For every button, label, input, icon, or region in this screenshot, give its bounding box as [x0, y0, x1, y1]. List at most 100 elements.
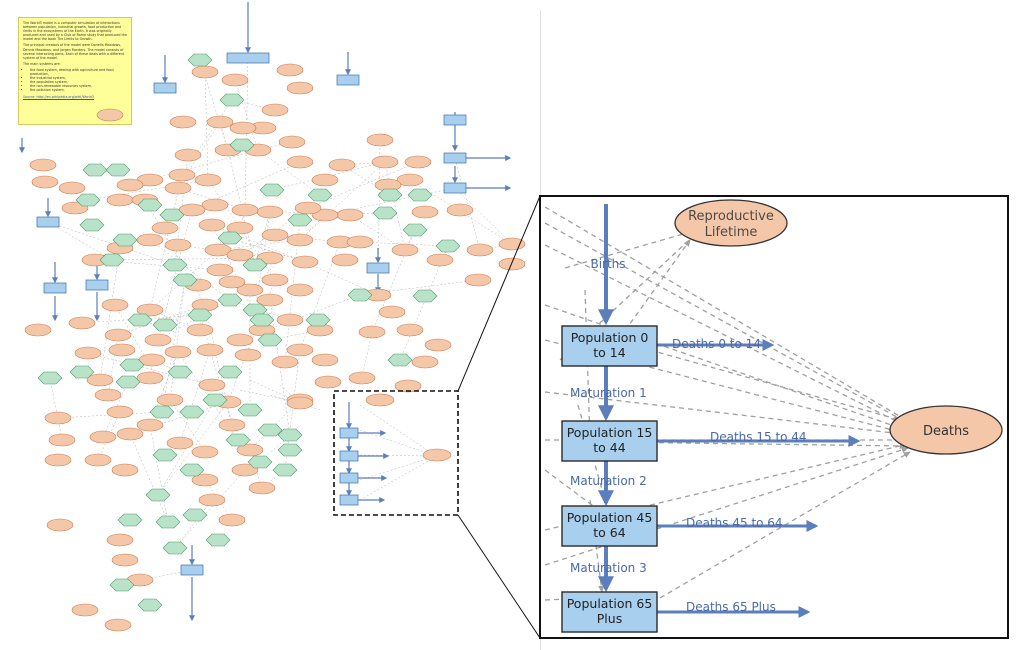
overview-auxiliary-node[interactable] [198, 218, 226, 232]
overview-auxiliary-node[interactable] [286, 343, 314, 357]
overview-auxiliary-node[interactable] [136, 371, 164, 385]
overview-auxiliary-node[interactable] [424, 338, 452, 352]
overview-converter-node[interactable] [152, 448, 178, 462]
overview-converter-node[interactable] [307, 188, 333, 202]
overview-auxiliary-node[interactable] [151, 221, 179, 235]
overview-auxiliary-node[interactable] [366, 133, 394, 147]
overview-auxiliary-node[interactable] [256, 205, 284, 219]
overview-auxiliary-node[interactable] [196, 343, 224, 357]
overview-auxiliary-node[interactable] [108, 343, 136, 357]
overview-converter-node[interactable] [179, 405, 205, 419]
overview-auxiliary-node[interactable] [311, 173, 339, 187]
overview-auxiliary-node[interactable] [71, 603, 99, 617]
overview-auxiliary-node[interactable] [191, 445, 219, 459]
overview-auxiliary-node[interactable] [411, 355, 439, 369]
overview-stock-potentially-arable[interactable] [443, 114, 467, 126]
overview-converter-node[interactable] [187, 308, 213, 322]
overview-auxiliary-node[interactable] [231, 203, 259, 217]
overview-auxiliary-node[interactable] [168, 168, 196, 182]
overview-stock-ag-tech[interactable] [336, 74, 360, 86]
overview-auxiliary-node[interactable] [174, 148, 202, 162]
overview-auxiliary-node[interactable] [446, 203, 474, 217]
overview-auxiliary-node[interactable] [44, 411, 72, 425]
overview-auxiliary-node[interactable] [236, 283, 264, 297]
overview-converter-node[interactable] [119, 358, 145, 372]
overview-converter-node[interactable] [277, 443, 303, 457]
overview-auxiliary-node[interactable] [466, 243, 494, 257]
overview-converter-node[interactable] [377, 188, 403, 202]
overview-auxiliary-node[interactable] [464, 273, 492, 287]
overview-auxiliary-node[interactable] [24, 323, 52, 337]
overview-auxiliary-node[interactable] [111, 463, 139, 477]
overview-converter-node[interactable] [105, 163, 131, 177]
deaths-node[interactable]: Deaths [889, 405, 1003, 455]
overview-converter-node[interactable] [179, 463, 205, 477]
note-source-link[interactable]: Source: http://en.wikipedia.org/wiki/Wor… [23, 94, 94, 99]
overview-auxiliary-node[interactable] [348, 371, 376, 385]
overview-auxiliary-node[interactable] [276, 313, 304, 327]
overview-auxiliary-node[interactable] [104, 618, 132, 632]
overview-auxiliary-node[interactable] [101, 298, 129, 312]
overview-converter-node[interactable] [242, 258, 268, 272]
overview-auxiliary-node[interactable] [218, 275, 246, 289]
overview-converter-node[interactable] [247, 455, 273, 469]
overview-converter-node[interactable] [435, 239, 461, 253]
overview-stock-service-capital[interactable] [85, 279, 109, 291]
overview-population-stock[interactable] [339, 472, 359, 484]
overview-auxiliary-node[interactable] [89, 430, 117, 444]
overview-auxiliary-node[interactable] [286, 155, 314, 169]
overview-converter-node[interactable] [37, 371, 63, 385]
overview-auxiliary-node[interactable] [226, 221, 254, 235]
overview-stock-pp-tech[interactable] [153, 82, 177, 94]
overview-converter-node[interactable] [372, 206, 398, 220]
overview-converter-node[interactable] [75, 193, 101, 207]
overview-converter-node[interactable] [257, 333, 283, 347]
overview-converter-node[interactable] [152, 318, 178, 332]
overview-auxiliary-node[interactable] [106, 193, 134, 207]
overview-auxiliary-node[interactable] [198, 493, 226, 507]
overview-converter-node[interactable] [99, 253, 125, 267]
overview-population-stock[interactable] [339, 427, 359, 439]
overview-converter-node[interactable] [225, 433, 251, 447]
overview-auxiliary-node[interactable] [328, 158, 356, 172]
overview-converter-node[interactable] [149, 405, 175, 419]
overview-auxiliary-node[interactable] [346, 235, 374, 249]
overview-stock-land-fertility[interactable] [366, 262, 390, 274]
overview-auxiliary-node[interactable] [58, 181, 86, 195]
overview-auxiliary-node[interactable] [201, 198, 229, 212]
overview-auxiliary-node[interactable] [31, 175, 59, 189]
overview-converter-node[interactable] [79, 218, 105, 232]
overview-auxiliary-node[interactable] [404, 155, 432, 169]
overview-converter-node[interactable] [182, 508, 208, 522]
overview-converter-node[interactable] [159, 208, 185, 222]
overview-auxiliary-node[interactable] [194, 173, 222, 187]
overview-auxiliary-node[interactable] [236, 443, 264, 457]
overview-auxiliary-node[interactable] [231, 463, 259, 477]
overview-auxiliary-node[interactable] [248, 481, 276, 495]
repro-lifetime-node[interactable]: Reproductive Lifetime [674, 199, 788, 247]
overview-converter-node[interactable] [237, 403, 263, 417]
overview-stock-pollution[interactable] [180, 564, 204, 576]
overview-auxiliary-node[interactable] [311, 353, 339, 367]
overview-auxiliary-node[interactable] [291, 255, 319, 269]
overview-converter-node[interactable] [219, 93, 245, 107]
overview-converter-node[interactable] [259, 183, 285, 197]
overview-converter-node[interactable] [242, 303, 268, 317]
overview-converter-node[interactable] [412, 289, 438, 303]
overview-auxiliary-node[interactable] [144, 333, 172, 347]
overview-converter-node[interactable] [249, 313, 275, 327]
overview-auxiliary-node[interactable] [198, 378, 226, 392]
overview-converter-node[interactable] [69, 365, 95, 379]
overview-auxiliary-node[interactable] [261, 273, 289, 287]
overview-auxiliary-node[interactable] [156, 393, 184, 407]
overview-converter-node[interactable] [217, 293, 243, 307]
overview-auxiliary-node[interactable] [191, 473, 219, 487]
overview-auxiliary-node[interactable] [336, 208, 364, 222]
overview-converter-node[interactable] [347, 288, 373, 302]
overview-converter-node[interactable] [229, 138, 255, 152]
overview-auxiliary-node[interactable] [426, 253, 454, 267]
overview-auxiliary-node[interactable] [261, 103, 289, 117]
overview-auxiliary-node[interactable] [276, 63, 304, 77]
